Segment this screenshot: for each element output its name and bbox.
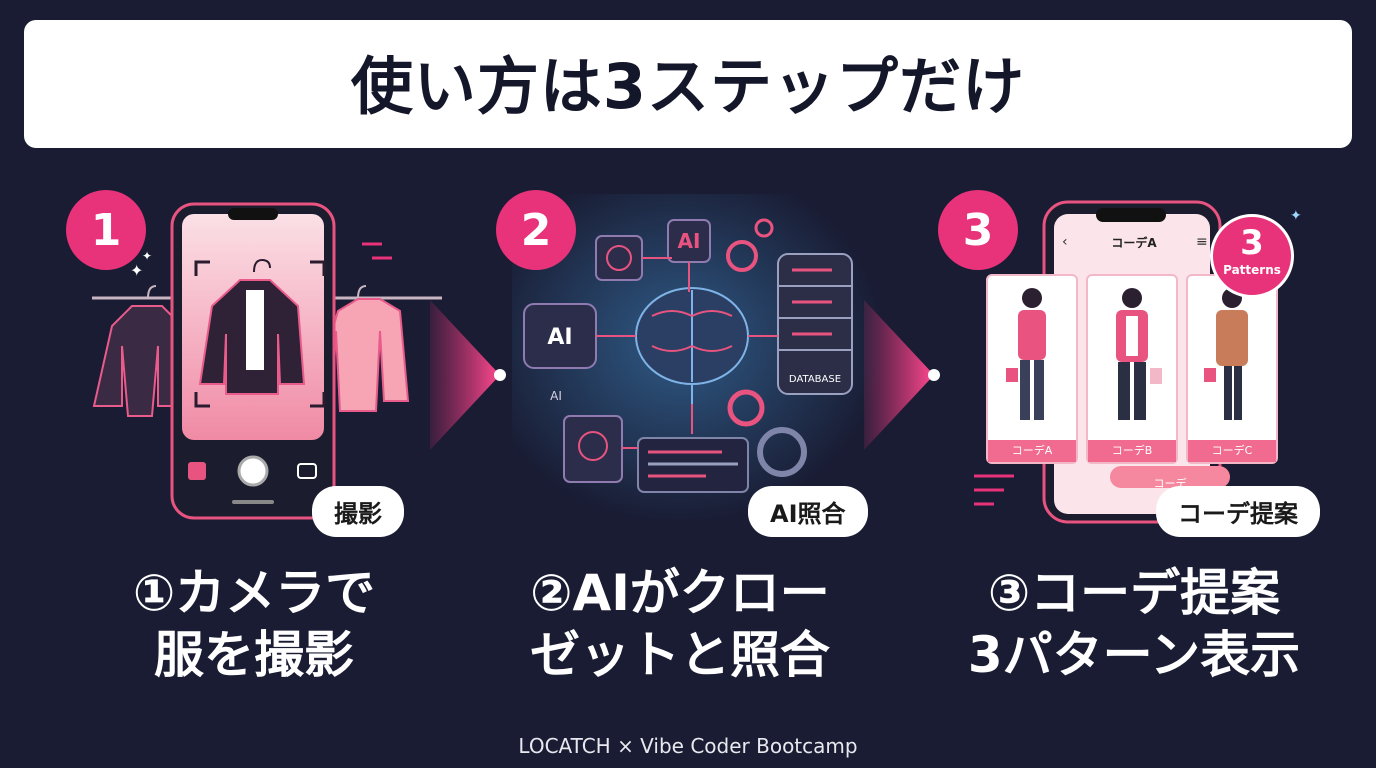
svg-text:AI: AI (678, 229, 701, 253)
step-2-caption-line-2: ゼットと照合 (530, 626, 830, 684)
step-1-number-badge: 1 (66, 190, 146, 270)
outfit-card-a-label: コーデA (988, 440, 1076, 462)
gear-icon (757, 427, 807, 477)
step-2-caption: ②AIがクロー ゼットと照合 (470, 562, 890, 686)
outfit-card-a[interactable]: コーデA (986, 274, 1078, 464)
step-2-number-badge: 2 (496, 190, 576, 270)
gear-icon (727, 389, 765, 427)
outfit-card-c-label: コーデC (1188, 440, 1276, 462)
outfit-card-b[interactable]: コーデB (1086, 274, 1178, 464)
step-3-number-badge: 3 (938, 190, 1018, 270)
step-3-label-pill: コーデ提案 (1156, 486, 1320, 537)
step-3-caption-line-1: ③コーデ提案 (987, 564, 1281, 622)
step-2-caption-line-1: ②AIがクロー (530, 564, 830, 622)
svg-text:≡: ≡ (1196, 234, 1208, 250)
footer-credit: LOCATCH × Vibe Coder Bootcamp (518, 734, 858, 758)
step-3-caption-line-2: 3パターン表示 (967, 626, 1301, 684)
step-1-caption-line-2: 服を撮影 (154, 626, 354, 684)
step-1-caption-line-1: ①カメラで (132, 564, 376, 622)
svg-text:✦: ✦ (130, 261, 143, 280)
patterns-badge: 3 Patterns (1210, 214, 1294, 298)
person-a-icon (1006, 288, 1046, 420)
left-jacket-icon (92, 285, 188, 417)
outfit-card-c[interactable]: コーデC (1186, 274, 1278, 464)
title-prefix: 使い方は (350, 50, 603, 123)
title-suffix: だけ (899, 50, 1026, 123)
outfit-cards: コーデA コーデB コーデC (986, 274, 1278, 464)
gear-icon (726, 240, 758, 272)
step-3-caption: ③コーデ提案 3パターン表示 (924, 562, 1344, 686)
step-arrow-1 (430, 300, 510, 460)
person-c-icon (1204, 288, 1248, 420)
title-bar: 使い方は3ステップだけ (24, 20, 1352, 148)
database-icon: DATABASE (777, 253, 853, 395)
gear-small-icon (754, 218, 774, 238)
chevron-right-icon (864, 300, 940, 450)
step-3-panel: 3 ‹ ≡ ✦ コーデA コーデA (934, 186, 1334, 537)
chevron-right-icon (430, 300, 506, 450)
patterns-label: Patterns (1223, 263, 1281, 277)
step-arrow-2 (864, 300, 944, 460)
patterns-number: 3 (1240, 223, 1264, 263)
ai-illustration: AI AI AI DATABASE (512, 194, 884, 524)
svg-text:✦: ✦ (142, 249, 152, 263)
step-2-panel: 2 AI AI AI (492, 186, 892, 537)
brain-card-icon (563, 415, 623, 483)
step-1-label-pill: 撮影 (312, 486, 404, 537)
page-title: 使い方は3ステップだけ (24, 50, 1352, 124)
svg-text:AI: AI (550, 389, 562, 403)
svg-text:DATABASE: DATABASE (789, 374, 841, 385)
svg-text:✦: ✦ (1290, 208, 1302, 224)
person-b-icon (1116, 288, 1162, 420)
title-highlight: 3ステップ (602, 50, 900, 124)
step-1-caption: ①カメラで 服を撮影 (44, 562, 464, 686)
step-1-panel: 1 ✦ ✦ (62, 186, 462, 537)
brain-icon (635, 287, 749, 404)
phone-camera-icon (170, 202, 336, 520)
svg-text:AI: AI (547, 325, 572, 350)
outfit-bottom-button (1110, 466, 1230, 488)
outfit-card-b-label: コーデB (1088, 440, 1176, 462)
svg-text:‹: ‹ (1062, 234, 1068, 250)
brain-small-icon (595, 235, 643, 281)
phone-header-title: コーデA (1111, 236, 1157, 250)
step-2-label-pill: AI照合 (748, 486, 868, 537)
camera-illustration: ✦ ✦ (92, 202, 442, 520)
